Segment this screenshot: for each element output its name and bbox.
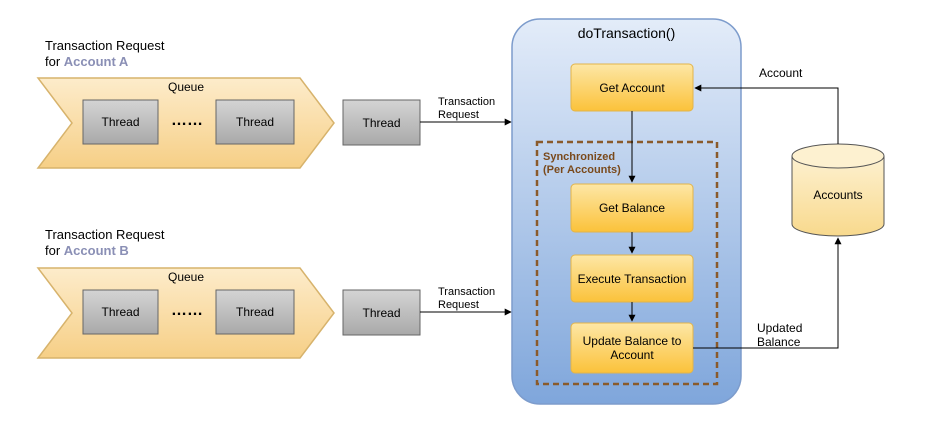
arrow-a-label: Transaction Request bbox=[438, 96, 495, 122]
updated-balance-line2: Balance bbox=[757, 335, 801, 349]
queue-a-thread-2-box bbox=[215, 99, 295, 145]
queue-b-ellipsis: …… bbox=[171, 302, 203, 319]
execute-transaction-label: Execute Transaction bbox=[577, 271, 687, 286]
queue-b-thread-1-box bbox=[82, 289, 159, 335]
request-b-prefix: for bbox=[45, 243, 61, 258]
updated-balance-label: Updated Balance bbox=[757, 321, 802, 349]
request-b-line1: Transaction Request bbox=[45, 227, 165, 242]
do-transaction-title: doTransaction() bbox=[577, 25, 676, 41]
account-edge-label: Account bbox=[759, 66, 803, 80]
synchronized-label: Synchronized (Per Accounts) bbox=[543, 151, 621, 177]
request-a-prefix: for bbox=[45, 54, 61, 69]
arrow-a-label-line1: Transaction bbox=[438, 96, 496, 108]
queue-a-thread-1-label: Thread bbox=[101, 115, 140, 129]
update-balance-line1: Update Balance to bbox=[582, 334, 682, 348]
update-balance-label: Update Balance to Account bbox=[571, 323, 693, 373]
request-a-line2: for Account A bbox=[45, 54, 164, 70]
synchronized-line2: (Per Accounts) bbox=[543, 164, 621, 176]
updated-balance-line1: Updated bbox=[757, 321, 803, 335]
queue-b-thread-2-label: Thread bbox=[235, 305, 275, 319]
arrow-accounts-to-get-account bbox=[694, 84, 839, 144]
arrow-update-to-accounts bbox=[693, 237, 842, 349]
thread-b-label: Thread bbox=[362, 305, 401, 320]
queue-a-ellipsis: …… bbox=[171, 112, 203, 129]
accounts-label: Accounts bbox=[813, 188, 863, 202]
queue-a-thread-2-label: Thread bbox=[235, 115, 275, 129]
request-b-account: Account B bbox=[63, 243, 129, 258]
get-balance-label: Get Balance bbox=[598, 201, 666, 215]
synchronized-line1: Synchronized bbox=[543, 151, 616, 163]
synchronized-region bbox=[535, 140, 719, 386]
accounts-cylinder bbox=[791, 156, 885, 237]
arrow-b-label: Transaction Request bbox=[438, 286, 495, 312]
thread-a-label: Thread bbox=[362, 115, 401, 130]
update-balance-line2: Account bbox=[610, 348, 654, 362]
request-a-account: Account A bbox=[63, 54, 129, 69]
request-b-line2: for Account B bbox=[45, 243, 164, 259]
get-account-label: Get Account bbox=[599, 80, 665, 95]
request-a-line1: Transaction Request bbox=[45, 38, 165, 53]
request-a-label: Transaction Request for Account A bbox=[45, 38, 164, 70]
accounts-cylinder-top bbox=[791, 143, 885, 169]
arrow-a-label-line2: Request bbox=[438, 109, 479, 121]
queue-b-thread-1-label: Thread bbox=[101, 305, 140, 319]
thread-a-box bbox=[342, 99, 421, 146]
queue-b-thread-2-box bbox=[215, 289, 295, 335]
queue-a-thread-1-box bbox=[82, 99, 159, 145]
queue-b-label: Queue bbox=[168, 270, 205, 284]
request-b-label: Transaction Request for Account B bbox=[45, 227, 164, 259]
queue-a-label: Queue bbox=[168, 80, 205, 94]
arrow-b-label-line1: Transaction bbox=[438, 286, 496, 298]
arrow-b-label-line2: Request bbox=[438, 299, 479, 311]
